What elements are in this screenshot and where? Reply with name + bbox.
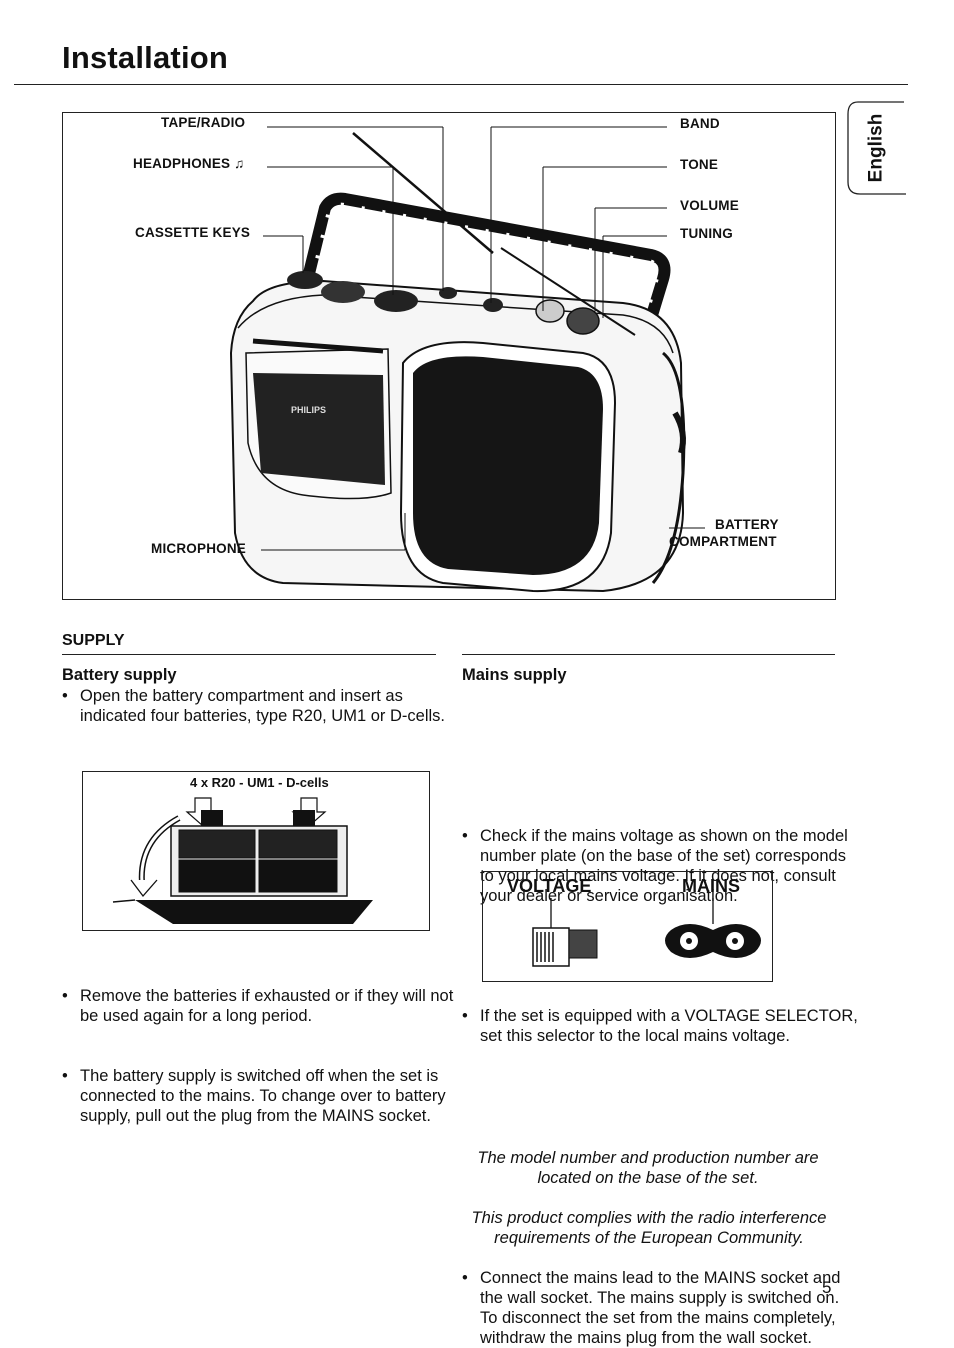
page-title: Installation bbox=[62, 40, 229, 75]
voltage-label: VOLTAGE bbox=[507, 876, 592, 896]
supply-rule-right bbox=[462, 654, 835, 655]
supply-heading: SUPPLY bbox=[62, 632, 125, 649]
label-tuning: TUNING bbox=[680, 226, 733, 241]
label-microphone: MICROPHONE bbox=[151, 541, 247, 556]
battery-bullet-3: The battery supply is switched off when … bbox=[62, 1066, 460, 1126]
mains-bullet-1: Check if the mains voltage as shown on t… bbox=[462, 826, 858, 906]
battery-bullet-2: Remove the batteries if exhausted or if … bbox=[62, 986, 460, 1026]
radio-figure: PHILIPS TAPE/RADIO HEADPHONES ♫ CASSETTE… bbox=[62, 112, 836, 600]
compliance-note: This product complies with the radio int… bbox=[471, 1209, 827, 1247]
battery-bullet-1: Open the battery compartment and insert … bbox=[62, 686, 460, 726]
radio-cassette-illustration: PHILIPS bbox=[229, 126, 705, 593]
mains-supply-heading: Mains supply bbox=[462, 666, 567, 684]
battery-supply-heading: Battery supply bbox=[62, 666, 177, 684]
language-tab: English bbox=[846, 100, 906, 196]
battery-diagram-caption: 4 x R20 - UM1 - D-cells bbox=[190, 775, 329, 790]
label-headphones: HEADPHONES ♫ bbox=[133, 156, 245, 171]
language-label: English bbox=[865, 113, 886, 183]
label-volume: VOLUME bbox=[680, 198, 739, 213]
supply-rule-left bbox=[62, 654, 436, 655]
title-rule bbox=[14, 84, 908, 85]
label-battery: BATTERY bbox=[715, 517, 779, 532]
label-cassette-keys: CASSETTE KEYS bbox=[135, 225, 251, 240]
mains-label: MAINS bbox=[682, 876, 740, 896]
label-tone: TONE bbox=[680, 157, 719, 172]
voltage-mains-diagram: VOLTAGE MAINS bbox=[482, 871, 773, 982]
mains-bullet-2: If the set is equipped with a VOLTAGE SE… bbox=[462, 1006, 858, 1046]
voltage-mains-illustration bbox=[532, 898, 761, 967]
label-compartment: COMPARTMENT bbox=[669, 534, 777, 549]
battery-diagram bbox=[82, 771, 430, 931]
label-band: BAND bbox=[680, 116, 720, 131]
mains-bullet-3: Connect the mains lead to the MAINS sock… bbox=[462, 1268, 858, 1348]
model-number-note: The model number and production number a… bbox=[477, 1149, 819, 1187]
page-number: 5 bbox=[822, 1278, 832, 1297]
battery-insertion-illustration bbox=[112, 797, 373, 924]
brand-logo: PHILIPS bbox=[291, 405, 326, 415]
label-tape-radio: TAPE/RADIO bbox=[161, 115, 246, 130]
